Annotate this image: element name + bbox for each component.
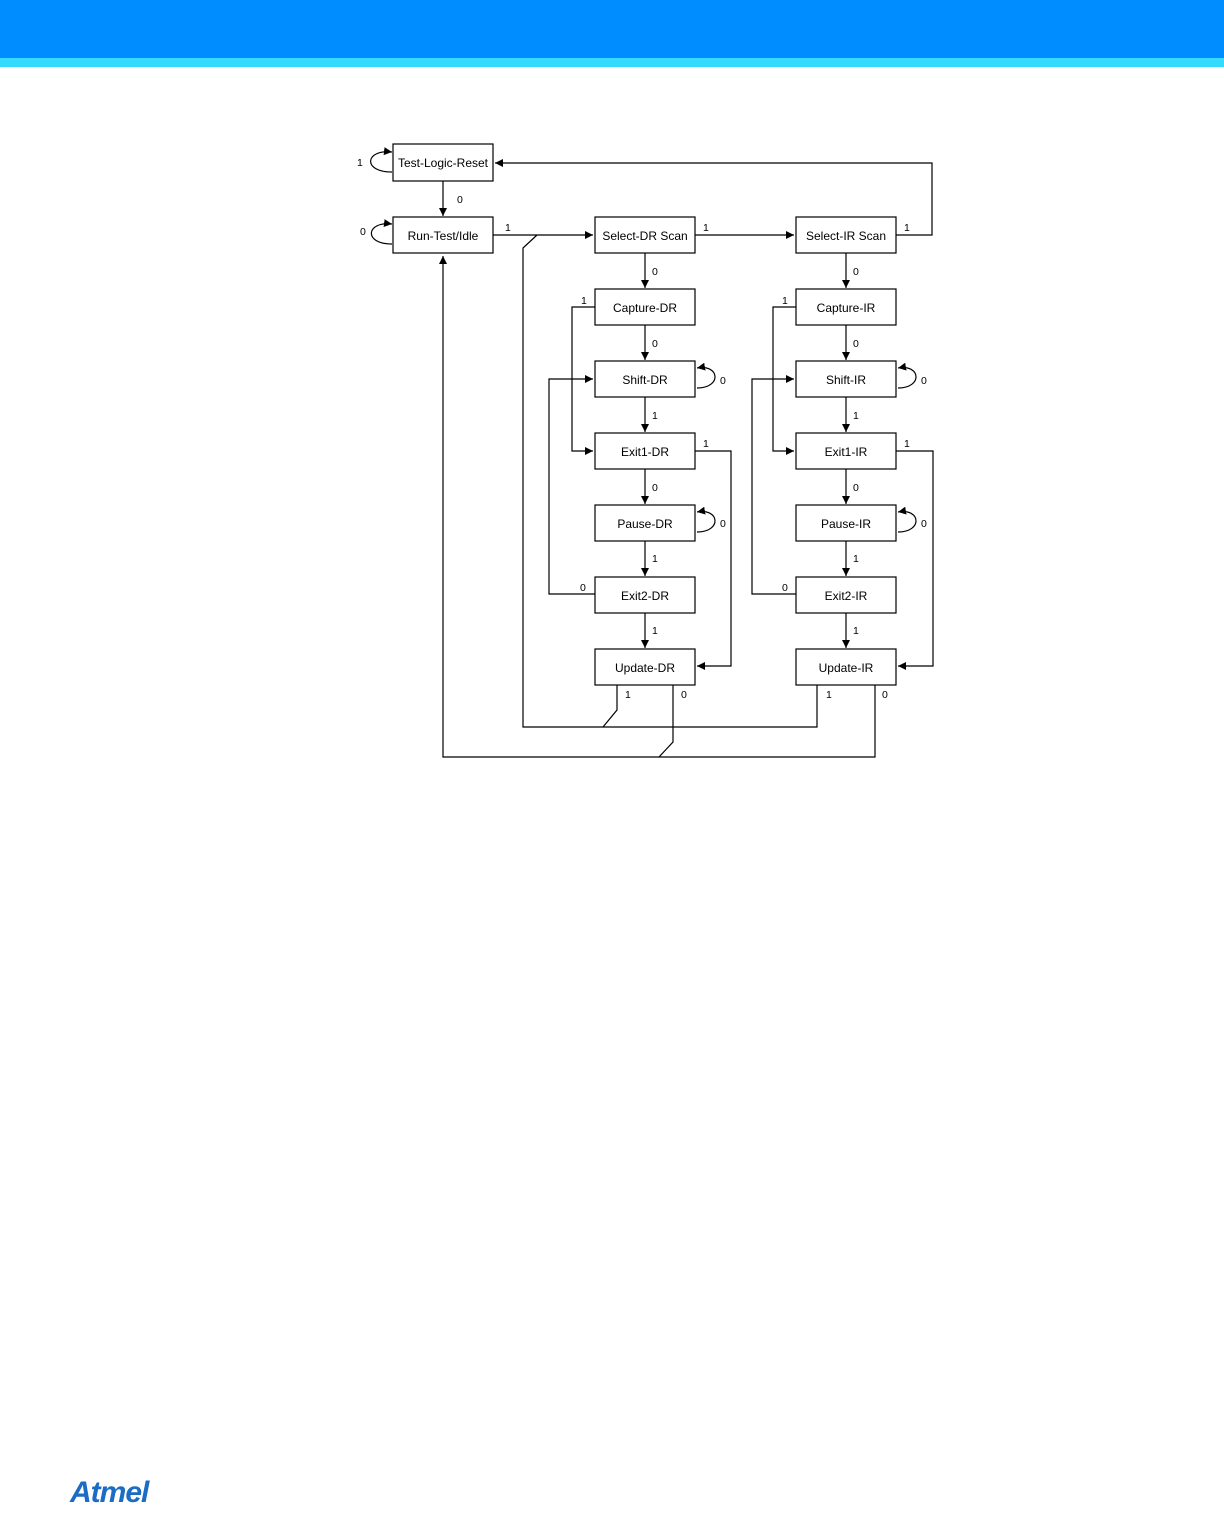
label-shiftir-to-exit1ir: 1: [853, 410, 859, 422]
state-box-test-logic-reset: [392, 143, 494, 182]
state-exit2-ir: Exit2-IR: [825, 589, 868, 603]
label-exit1dr-to-updatedr: 1: [703, 438, 709, 450]
state-test-logic-reset: Test-Logic-Reset: [398, 156, 489, 170]
state-box-pause-ir: [795, 504, 897, 542]
label-rti-self: 0: [360, 226, 366, 238]
state-box-select-ir-scan: [795, 216, 897, 254]
state-update-ir: Update-IR: [819, 661, 874, 675]
header-bar: [0, 0, 1224, 58]
label-shiftir-self: 0: [921, 375, 927, 387]
edge-exit1ir-to-updateir: [896, 450, 934, 670]
edge-selir-to-tlr: [495, 159, 933, 236]
state-box-exit2-dr: [594, 576, 696, 614]
label-capir-to-shiftir: 0: [853, 338, 859, 350]
label-pauseir-to-exit2ir: 1: [853, 553, 859, 565]
state-exit2-dr: Exit2-DR: [621, 589, 669, 603]
state-exit1-dr: Exit1-DR: [621, 445, 669, 459]
state-box-shift-ir: [795, 360, 897, 398]
label-exit2dr-to-shiftdr: 0: [580, 582, 586, 594]
label-selir-to-tlr: 1: [904, 222, 910, 234]
label-exit1ir-to-pauseir: 0: [853, 482, 859, 494]
state-select-dr-scan: Select-DR Scan: [602, 229, 687, 243]
label-exit2ir-to-shiftir: 0: [782, 582, 788, 594]
state-box-run-test-idle: [392, 216, 494, 254]
label-updateir-to-rti: 0: [882, 689, 888, 701]
state-capture-dr: Capture-DR: [613, 301, 677, 315]
loop-tlr: [370, 147, 393, 173]
state-box-exit2-ir: [795, 576, 897, 614]
loop-pauseir: [897, 506, 917, 533]
edge-updatedr-1-join: [602, 685, 618, 728]
state-box-pause-dr: [594, 504, 696, 542]
state-box-exit1-dr: [594, 432, 696, 470]
transition-labels: 1 0 0 1 1 1 0 1 0 0 1 1 0 0 1 0 1 1 0 0 …: [357, 157, 927, 701]
label-seldr-to-selir: 1: [703, 222, 709, 234]
loop-shiftdr: [696, 362, 716, 389]
jtag-tap-state-diagram: Test-Logic-Reset Run-Test/Idle Select-DR…: [357, 143, 934, 758]
state-capture-ir: Capture-IR: [817, 301, 876, 315]
edge-exit2ir-to-shiftir: [751, 375, 796, 595]
label-exit2dr-to-updatedr: 1: [652, 625, 658, 637]
label-tlr-to-rti: 0: [457, 194, 463, 206]
label-pausedr-self: 0: [720, 518, 726, 530]
loop-pausedr: [696, 506, 716, 533]
state-shift-dr: Shift-DR: [622, 373, 668, 387]
state-box-update-dr: [594, 648, 696, 686]
state-labels: Test-Logic-Reset Run-Test/Idle Select-DR…: [398, 156, 886, 675]
label-updateir-to-seldr: 1: [826, 689, 832, 701]
state-box-exit1-ir: [795, 432, 897, 470]
state-pause-ir: Pause-IR: [821, 517, 871, 531]
state-update-dr: Update-DR: [615, 661, 675, 675]
loop-shiftir: [897, 362, 917, 389]
label-updatedr-to-rti: 0: [681, 689, 687, 701]
label-capdr-to-shiftdr: 0: [652, 338, 658, 350]
label-exit1ir-to-updateir: 1: [904, 438, 910, 450]
edge-exit1dr-to-updatedr: [695, 450, 732, 670]
label-capir-to-exit1ir: 1: [782, 295, 788, 307]
label-seldr-to-capdr: 0: [652, 266, 658, 278]
label-pauseir-self: 0: [921, 518, 927, 530]
edge-updatedr-0-join: [658, 685, 674, 758]
label-tlr-self: 1: [357, 157, 363, 169]
state-box-capture-ir: [795, 288, 897, 326]
label-exit1dr-to-pausedr: 0: [652, 482, 658, 494]
state-box-capture-dr: [594, 288, 696, 326]
label-capdr-to-exit1dr: 1: [581, 295, 587, 307]
state-shift-ir: Shift-IR: [826, 373, 866, 387]
edge-update-1-bus: [522, 234, 818, 728]
label-updatedr-to-seldr: 1: [625, 689, 631, 701]
label-selir-to-capir: 0: [853, 266, 859, 278]
state-exit1-ir: Exit1-IR: [825, 445, 868, 459]
state-select-ir-scan: Select-IR Scan: [806, 229, 886, 243]
state-boxes: [392, 143, 897, 686]
label-rti-to-seldr: 1: [505, 222, 511, 234]
atmel-logo: Atmel: [70, 1476, 149, 1509]
state-box-select-dr-scan: [594, 216, 696, 254]
edge-update-0-bus: [439, 256, 876, 758]
state-box-update-ir: [795, 648, 897, 686]
transition-lines: [370, 147, 934, 758]
state-box-shift-dr: [594, 360, 696, 398]
header-stripe: [0, 58, 1224, 67]
state-pause-dr: Pause-DR: [617, 517, 673, 531]
label-exit2ir-to-updateir: 1: [853, 625, 859, 637]
edge-exit2dr-to-shiftdr: [548, 375, 595, 595]
state-run-test-idle: Run-Test/Idle: [408, 229, 479, 243]
label-shiftdr-self: 0: [720, 375, 726, 387]
loop-rti: [370, 219, 393, 245]
label-pausedr-to-exit2dr: 1: [652, 553, 658, 565]
label-shiftdr-to-exit1dr: 1: [652, 410, 658, 422]
